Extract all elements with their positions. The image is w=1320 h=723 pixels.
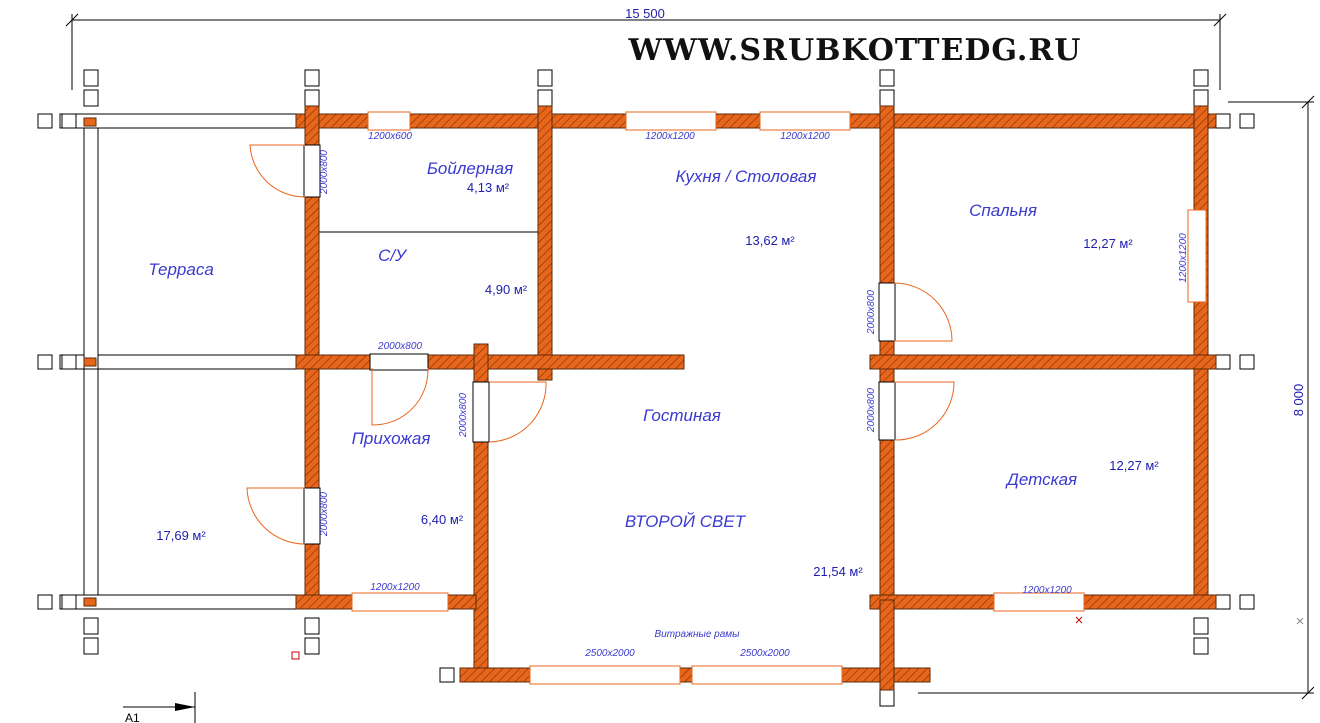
room-name-boiler: Бойлерная [427, 159, 513, 178]
window-label-kitchen-2: 1200x1200 [780, 131, 830, 142]
second-light-label: ВТОРОЙ СВЕТ [625, 511, 747, 531]
overall-width-label: 15 500 [625, 6, 665, 21]
stained-size-1: 2500x2000 [584, 648, 635, 659]
overall-height-label: 8 000 [1291, 384, 1306, 417]
windows [351, 111, 1207, 685]
room-area-hall: 6,40 м² [421, 512, 464, 527]
doors [246, 144, 955, 545]
room-area-living: 21,54 м² [813, 564, 863, 579]
door-label-terrace-boiler: 2000x800 [319, 150, 330, 195]
size-labels: 1200x600 1200x1200 1200x1200 1200x1200 1… [319, 131, 1189, 596]
room-area-bedroom: 12,27 м² [1083, 236, 1133, 251]
door-label-wc: 2000x800 [377, 341, 422, 352]
room-name-hall: Прихожая [352, 429, 431, 448]
window-label-bedroom: 1200x1200 [1178, 233, 1189, 283]
room-name-kids: Детская [1005, 470, 1077, 489]
room-name-kitchen: Кухня / Столовая [676, 167, 817, 186]
section-mark: A1 [123, 692, 196, 723]
brand-watermark: WWW.SRUBKOTTEDG.RU [628, 33, 1082, 68]
room-area-kids: 12,27 м² [1109, 458, 1159, 473]
room-name-living: Гостиная [643, 406, 721, 425]
overall-height-dimension: 8 000 [918, 95, 1315, 700]
terrace-beams [59, 113, 306, 610]
marker-x [1075, 616, 1304, 625]
room-name-terrace: Терраса [148, 260, 214, 279]
room-area-terrace: 17,69 м² [156, 528, 206, 543]
door-label-terrace-hall: 2000x800 [319, 492, 330, 537]
door-label-kids: 2000x800 [866, 388, 877, 433]
window-label-boiler: 1200x600 [368, 131, 412, 142]
window-label-terrace-hall: 1200x1200 [370, 582, 420, 593]
window-label-kids: 1200x1200 [1022, 585, 1072, 596]
room-labels: Бойлерная 4,13 м² Кухня / Столовая 13,62… [148, 159, 1159, 659]
section-mark-label: A1 [125, 711, 140, 723]
room-area-kitchen: 13,62 м² [745, 233, 795, 248]
room-area-boiler: 4,13 м² [467, 180, 510, 195]
stained-size-2: 2500x2000 [739, 648, 790, 659]
stained-glass-label: Витражные рамы [655, 629, 741, 640]
door-label-living: 2000x800 [458, 393, 469, 438]
room-name-wc: С/У [378, 246, 408, 265]
overall-width-dimension: 15 500 [65, 6, 1227, 90]
room-name-bedroom: Спальня [969, 201, 1037, 220]
window-label-kitchen-1: 1200x1200 [645, 131, 695, 142]
door-label-bedroom: 2000x800 [866, 290, 877, 335]
room-area-wc: 4,90 м² [485, 282, 528, 297]
